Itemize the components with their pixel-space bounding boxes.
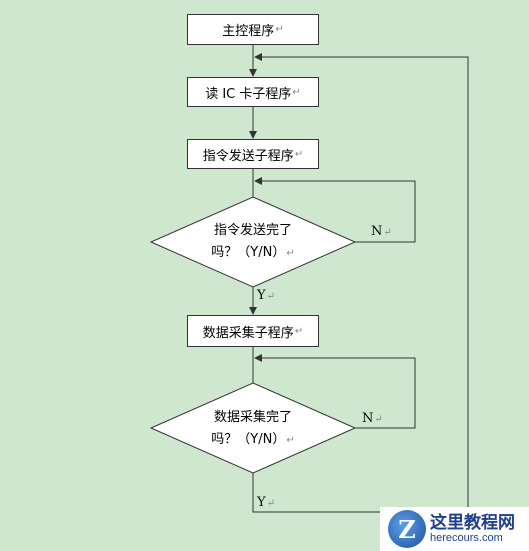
node-acquire: 数据采集子程序↵ xyxy=(187,315,319,347)
label-yes-cmd: Y↵ xyxy=(257,288,275,303)
watermark-mark-icon: Z xyxy=(388,510,426,548)
label-yes-cmd-text: Y xyxy=(257,288,266,303)
paragraph-mark: ↵ xyxy=(383,227,392,238)
label-no-acq: N↵ xyxy=(362,411,383,426)
decision-acq-line1: 数据采集完了 xyxy=(213,410,292,425)
watermark-logo: Z 这里教程网 herecours.com xyxy=(380,507,529,551)
paragraph-mark: ↵ xyxy=(266,498,275,509)
decision-acq-label: 数据采集完了 吗？（Y/N）↵ xyxy=(188,407,318,452)
watermark-url: herecours.com xyxy=(430,532,503,545)
decision-cmd-label: 指令发送完了 吗？（Y/N）↵ xyxy=(188,220,318,265)
paragraph-mark: ↵ xyxy=(374,414,383,425)
label-yes-acq: Y↵ xyxy=(257,495,275,510)
paragraph-mark: ↵ xyxy=(266,291,275,302)
decision-acq-line2: 吗？（Y/N） xyxy=(211,432,286,447)
node-acquire-label: 数据采集子程序 xyxy=(202,325,294,341)
watermark-name: 这里教程网 xyxy=(430,512,515,533)
paragraph-mark: ↵ xyxy=(292,86,301,98)
label-no-cmd: N↵ xyxy=(371,224,392,239)
loop-no-cmd xyxy=(254,177,416,243)
node-send-cmd: 指令发送子程序↵ xyxy=(187,139,319,169)
node-send-cmd-label: 指令发送子程序 xyxy=(202,148,294,164)
paragraph-mark: ↵ xyxy=(294,325,304,337)
node-read-ic-label: 读 IC 卡子程序 xyxy=(205,86,292,102)
paragraph-mark: ↵ xyxy=(286,435,295,446)
label-no-acq-text: N xyxy=(362,411,374,426)
node-main: 主控程序↵ xyxy=(187,14,319,45)
paragraph-mark: ↵ xyxy=(286,248,295,259)
paragraph-mark: ↵ xyxy=(294,148,304,160)
label-yes-acq-text: Y xyxy=(257,495,266,510)
loop-no-acq xyxy=(254,354,416,429)
node-main-label: 主控程序 xyxy=(222,24,275,39)
decision-cmd-line2: 吗？（Y/N） xyxy=(211,245,286,260)
paragraph-mark: ↵ xyxy=(275,24,284,35)
node-read-ic: 读 IC 卡子程序↵ xyxy=(187,77,319,107)
decision-cmd-line1: 指令发送完了 xyxy=(213,223,292,238)
label-no-cmd-text: N xyxy=(371,224,383,239)
